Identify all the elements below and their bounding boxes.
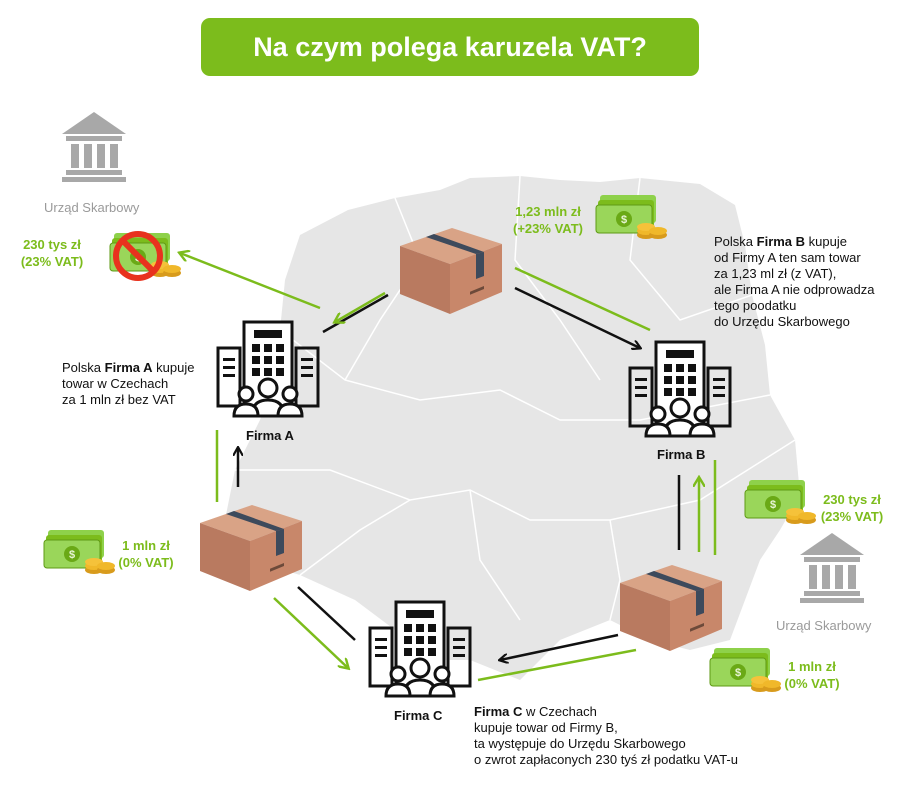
arrow-c-green bbox=[477, 648, 637, 682]
money-left-bottom: 1 mln zł (0% VAT) bbox=[104, 537, 188, 571]
firm-c-desc-post: w Czechach bbox=[522, 704, 597, 719]
bank-left-icon bbox=[62, 112, 126, 182]
money-right-vat-note: (23% VAT) bbox=[820, 509, 884, 524]
firm-b-desc-bold: Firma B bbox=[756, 234, 806, 249]
tax-office-right-label: Urząd Skarbowy bbox=[776, 618, 872, 633]
firm-b-desc-line2: od Firmy A ten sam towar bbox=[714, 250, 861, 265]
money-top-note: (+23% VAT) bbox=[513, 221, 583, 236]
money-right-bottom-amount: 1 mln zł bbox=[788, 659, 836, 674]
arrow-green-to-tax-office bbox=[180, 253, 321, 310]
firm-b-name: Firma B bbox=[657, 447, 706, 462]
money-top-amount: 1,23 mln zł bbox=[515, 204, 581, 219]
money-right-vat-amount: 230 tys zł bbox=[823, 492, 881, 507]
firm-b-desc-line4: ale Firma A nie odprowadza bbox=[714, 282, 875, 297]
arrow-to-c-black bbox=[297, 586, 356, 641]
money-right-vat: 230 tys zł (23% VAT) bbox=[810, 491, 894, 525]
money-left-vat: 230 tys zł (23% VAT) bbox=[10, 236, 94, 270]
arrow-box-to-b-black bbox=[514, 286, 640, 348]
firm-a-desc-line2: towar w Czechach bbox=[62, 376, 169, 391]
cash-right-vat-icon bbox=[744, 479, 817, 525]
firm-c-desc-line2: kupuje towar od Firmy B, bbox=[474, 720, 618, 735]
firm-b-desc-post: kupuje bbox=[805, 234, 847, 249]
firm-b-desc-line6: do Urzędu Skarbowego bbox=[714, 314, 850, 329]
firm-a-description: Polska Firma A kupuje towar w Czechach z… bbox=[62, 360, 194, 408]
firm-a-desc-pre: Polska bbox=[62, 360, 105, 375]
firm-b-desc-line5: tego poodatku bbox=[714, 298, 797, 313]
money-left-bottom-note: (0% VAT) bbox=[118, 555, 174, 570]
box-left bbox=[200, 505, 302, 591]
firm-a-desc-line3: za 1 mln zł bez VAT bbox=[62, 392, 176, 407]
firm-a-desc-post: kupuje bbox=[152, 360, 195, 375]
money-left-vat-note: (23% VAT) bbox=[20, 254, 84, 269]
firm-a-desc-bold: Firma A bbox=[104, 360, 153, 375]
page-title: Na czym polega karuzela VAT? bbox=[201, 18, 699, 76]
arrow-b-to-a-green bbox=[335, 291, 386, 322]
forbidden-icon bbox=[113, 231, 163, 281]
firm-a-name: Firma A bbox=[246, 428, 294, 443]
firm-c-name: Firma C bbox=[394, 708, 443, 723]
firm-b-desc-pre: Polska bbox=[714, 234, 757, 249]
firm-c-desc-bold: Firma C bbox=[474, 704, 523, 719]
firm-b-description: Polska Firma B kupuje od Firmy A ten sam… bbox=[714, 234, 874, 330]
arrow-a-to-b-black bbox=[322, 293, 389, 334]
arrow-c-black bbox=[500, 633, 619, 660]
money-right-bottom-note: (0% VAT) bbox=[784, 676, 840, 691]
money-right-bottom: 1 mln zł (0% VAT) bbox=[770, 658, 854, 692]
firm-c-desc-line3: ta występuje do Urzędu Skarbowego bbox=[474, 736, 686, 751]
bank-right-icon bbox=[800, 533, 864, 603]
tax-office-left-label: Urząd Skarbowy bbox=[44, 200, 140, 215]
firm-c-desc-line4: o zwrot zapłaconych 230 tyś zł podatku V… bbox=[474, 752, 738, 767]
firm-b-desc-line3: za 1,23 ml zł (z VAT), bbox=[714, 266, 837, 281]
arrow-to-c-green bbox=[273, 597, 348, 668]
firm-c-description: Firma C w Czechach kupuje towar od Firmy… bbox=[474, 704, 738, 768]
arrow-box-to-b-green bbox=[514, 266, 651, 332]
money-top: 1,23 mln zł (+23% VAT) bbox=[500, 203, 596, 237]
money-left-vat-amount: 230 tys zł bbox=[23, 237, 81, 252]
money-left-bottom-amount: 1 mln zł bbox=[122, 538, 170, 553]
